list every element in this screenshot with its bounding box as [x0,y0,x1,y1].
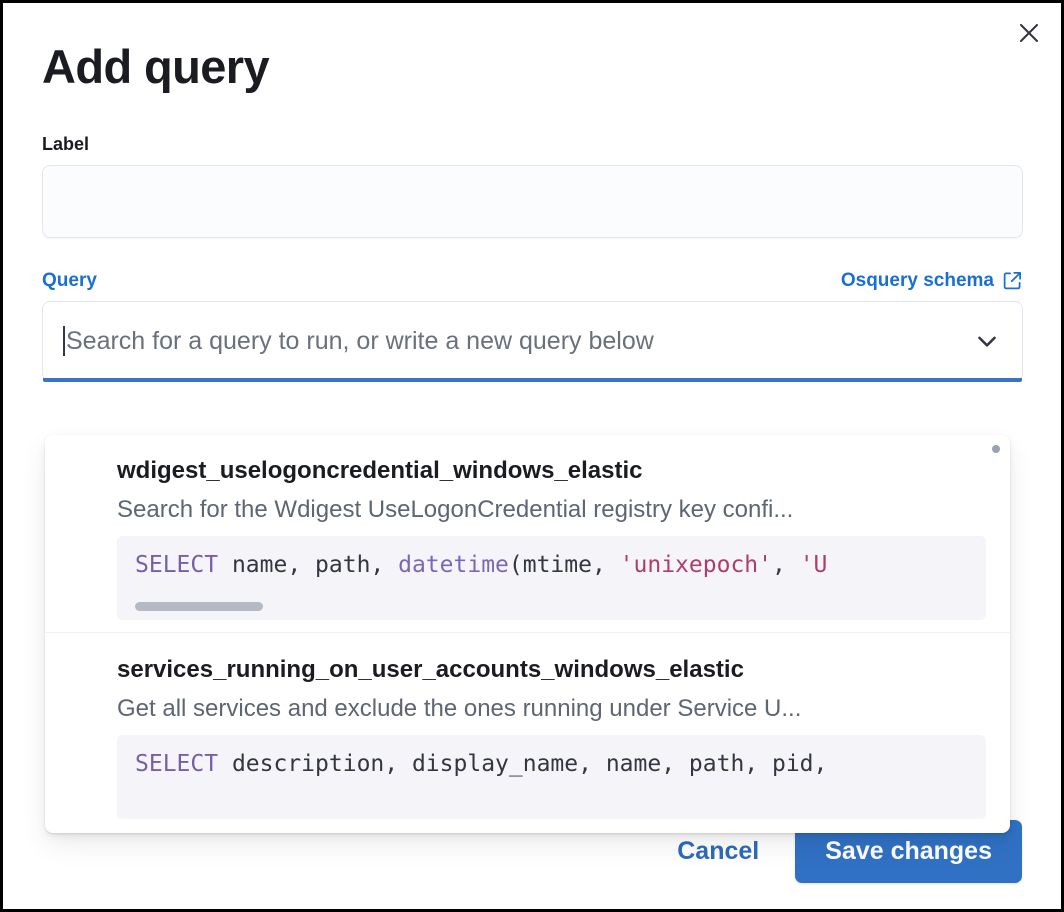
code-token: datetime [398,552,509,578]
code-horizontal-scrollbar[interactable] [135,602,263,611]
query-field-header: Query Osquery schema [42,269,1023,292]
text-caret [63,326,65,356]
option-description: Get all services and exclude the ones ru… [117,695,802,722]
code-token: SELECT [135,751,219,777]
option-description: Search for the Wdigest UseLogonCredentia… [117,496,794,523]
query-combobox[interactable]: Search for a query to run, or write a ne… [42,301,1023,382]
close-icon [1016,20,1042,46]
query-field-label: Query [42,270,97,291]
option-code-line: SELECT name, path, datetime(mtime, 'unix… [135,550,982,580]
modal-body: Add query Label Query Osquery schema Sea… [3,3,1061,382]
cancel-button[interactable]: Cancel [659,823,777,880]
code-token: (mtime, [508,552,620,578]
close-icon-button[interactable] [1009,13,1049,53]
list-item[interactable]: wdigest_uselogoncredential_windows_elast… [45,435,1010,620]
code-token: 'U [799,552,828,578]
chevron-down-icon[interactable] [970,324,1004,358]
external-link-icon [1002,270,1023,291]
osquery-schema-link[interactable]: Osquery schema [841,269,1023,292]
option-list: wdigest_uselogoncredential_windows_elast… [45,435,1010,819]
option-code-block: SELECT name, path, datetime(mtime, 'unix… [117,536,986,620]
option-code-line: SELECT description, display_name, name, … [135,749,982,779]
option-code-block: SELECT description, display_name, name, … [117,735,986,819]
page-title: Add query [42,40,270,93]
label-input[interactable] [42,165,1023,238]
code-token: , [772,552,800,578]
code-token: description, display_name, name, path, p… [218,751,828,777]
label-field-label: Label [42,134,90,154]
code-token: 'unixepoch' [619,552,772,578]
option-title: wdigest_uselogoncredential_windows_elast… [117,457,643,484]
query-options-dropdown[interactable]: wdigest_uselogoncredential_windows_elast… [45,435,1010,833]
query-combobox-placeholder: Search for a query to run, or write a ne… [66,327,654,355]
option-title: services_running_on_user_accounts_window… [117,656,744,683]
code-token: name, path, [218,552,399,578]
osquery-schema-link-label: Osquery schema [840,270,994,291]
code-token: SELECT [135,552,219,578]
dropdown-scrollbar[interactable] [992,445,1000,453]
list-item[interactable]: services_running_on_user_accounts_window… [45,632,1010,819]
